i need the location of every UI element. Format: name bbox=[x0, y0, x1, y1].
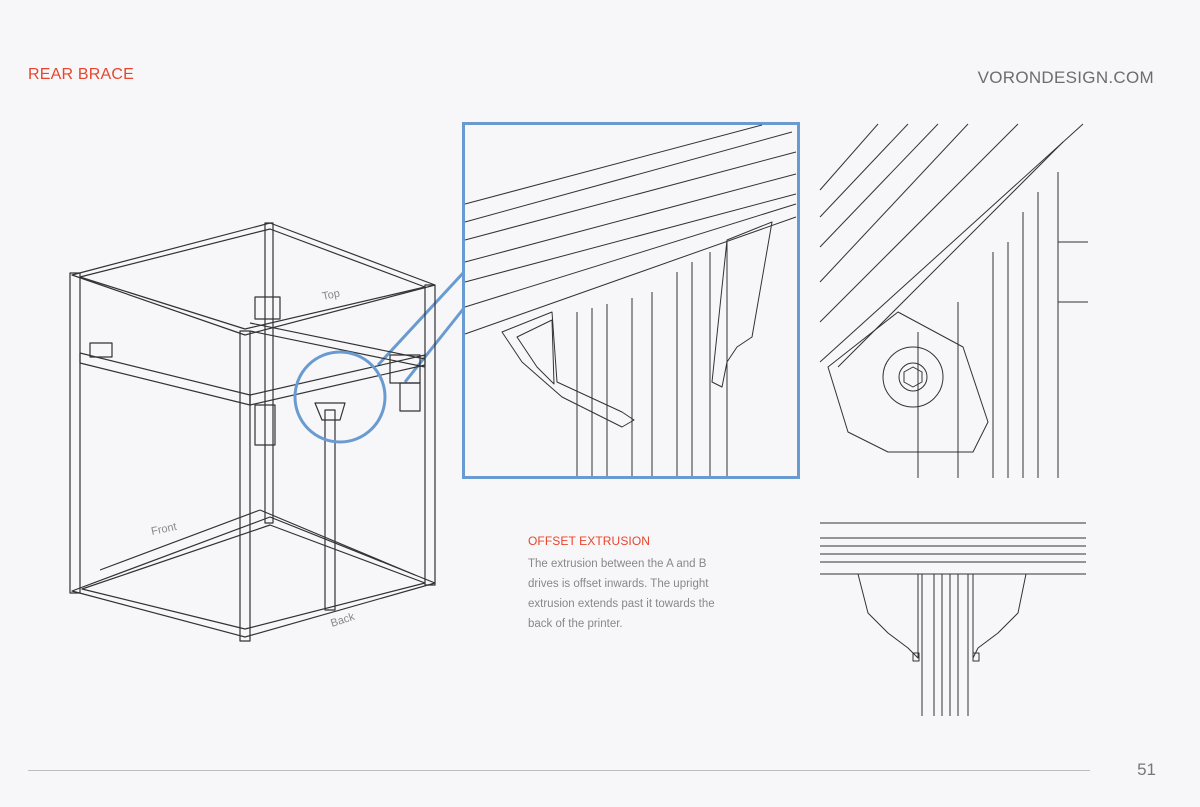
site-url: VORONDESIGN.COM bbox=[977, 68, 1154, 87]
note-title: OFFSET EXTRUSION bbox=[528, 534, 651, 548]
detail-view-corner-bracket bbox=[819, 123, 1088, 478]
label-back: Back bbox=[329, 611, 356, 630]
detail-view-top-down bbox=[820, 522, 1086, 716]
page-number: 51 bbox=[1137, 760, 1156, 779]
label-front: Front bbox=[150, 521, 178, 538]
note-body: The extrusion between the A and B drives… bbox=[528, 558, 715, 630]
detail-view-rear-brace bbox=[462, 122, 800, 479]
printer-frame-illustration: Top Front Back bbox=[69, 222, 436, 642]
footer-divider bbox=[28, 770, 1090, 771]
section-title: REAR BRACE bbox=[28, 66, 135, 83]
label-top: Top bbox=[321, 288, 341, 303]
offset-extrusion-note: OFFSET EXTRUSION The extrusion between t… bbox=[528, 534, 738, 634]
